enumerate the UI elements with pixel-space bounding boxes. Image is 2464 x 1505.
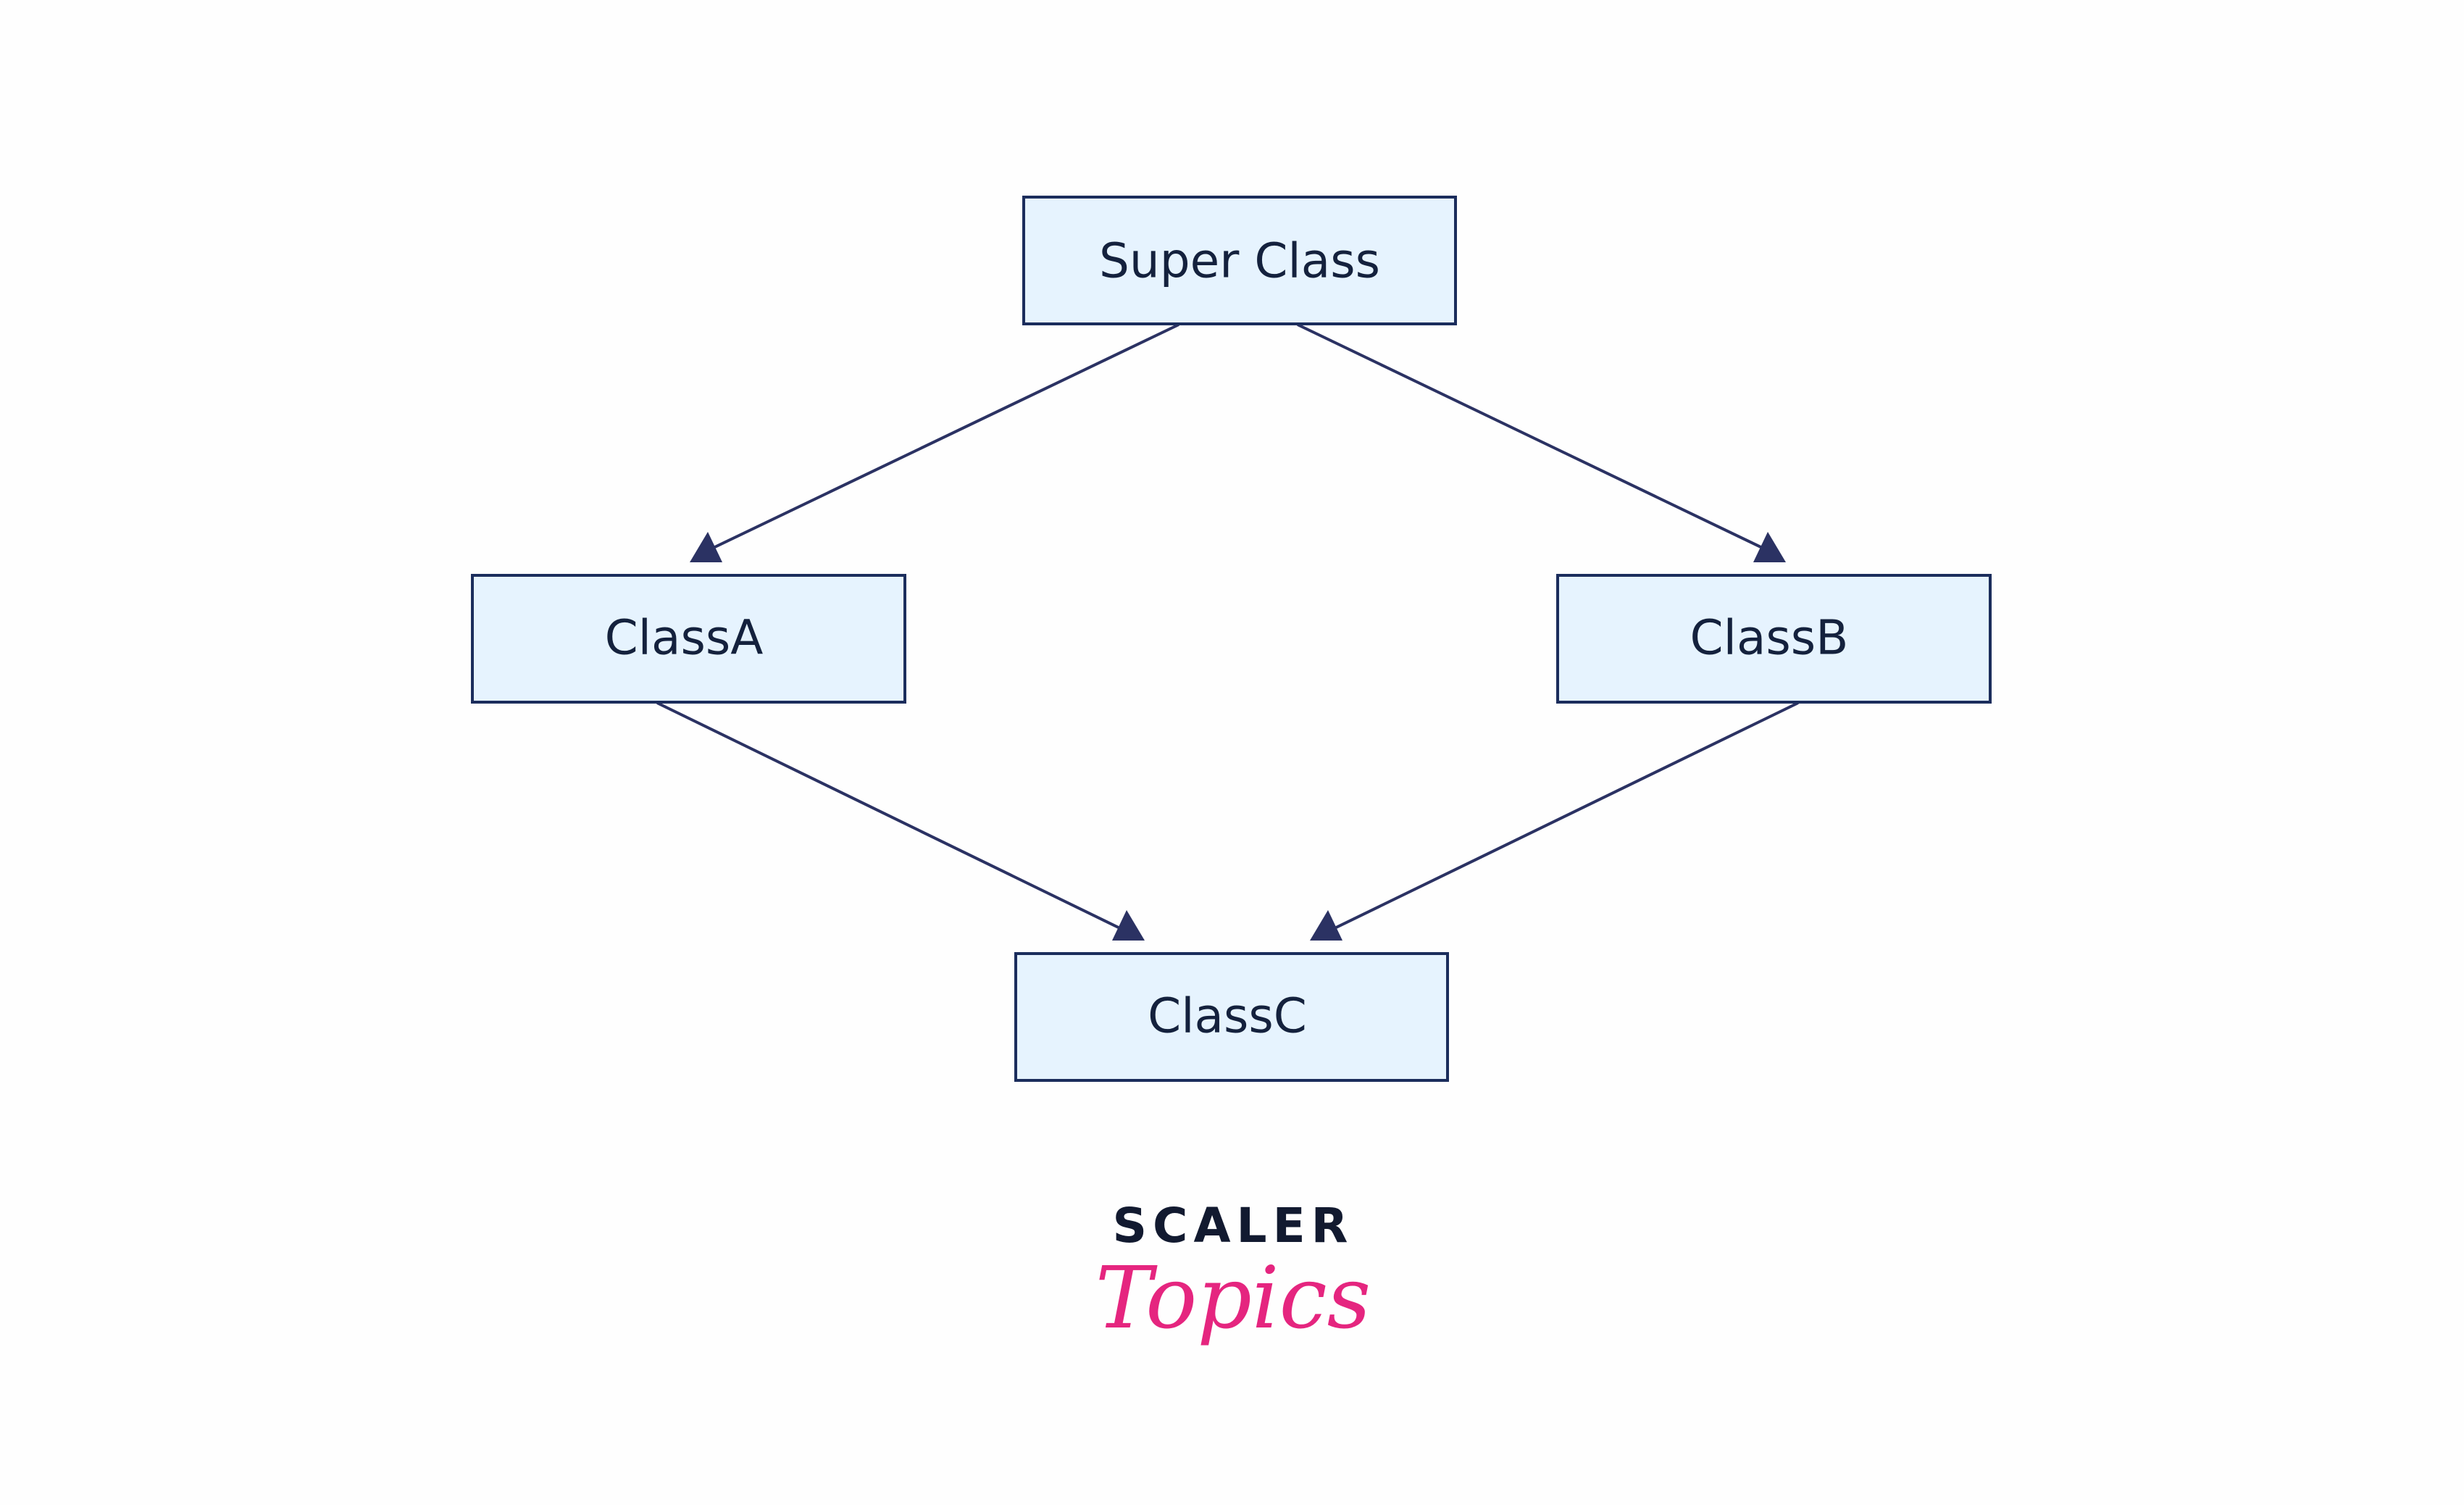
node-classb: ClassB [1556, 574, 1992, 704]
edge-classa-to-classc [656, 701, 1145, 941]
edge-super-to-classa [690, 323, 1179, 562]
node-label: ClassC [1148, 988, 1307, 1044]
node-label: ClassB [1690, 610, 1849, 666]
edges [656, 323, 1799, 941]
node-label: ClassA [605, 610, 764, 666]
node-super-class: Super Class [1022, 196, 1457, 325]
node-label: Super Class [1099, 233, 1380, 289]
scaler-topics-logo: SCALER Topics [1095, 1198, 1371, 1348]
edge-super-to-classb [1297, 323, 1786, 562]
logo-script: Topics [1095, 1248, 1371, 1348]
arrowhead [690, 532, 722, 562]
node-classc: ClassC [1014, 952, 1449, 1082]
logo-word: SCALER [1112, 1198, 1353, 1254]
node-classa: ClassA [471, 574, 906, 704]
arrowhead [1112, 910, 1145, 941]
arrowhead [1310, 910, 1342, 941]
edge-classb-to-classc [1310, 701, 1799, 941]
arrowhead [1753, 532, 1786, 562]
